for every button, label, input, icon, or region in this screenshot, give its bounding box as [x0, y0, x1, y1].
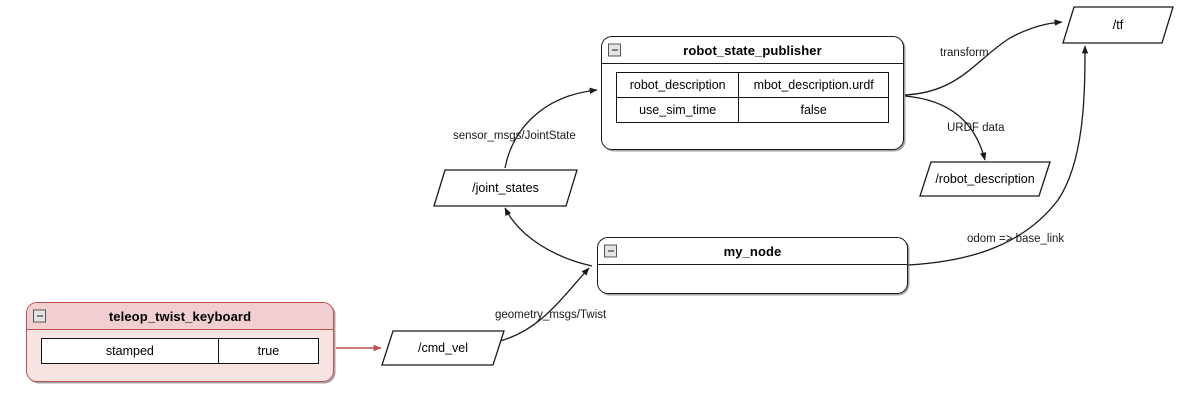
table-row: use_sim_time false: [615, 97, 889, 123]
edge-mynode-to-joint-states: [504, 207, 593, 267]
edge-joint-states-to-rsp: [504, 87, 598, 169]
edge-cmd-vel-to-mynode: [499, 267, 590, 342]
edge-rsp-to-tf: [904, 19, 1063, 96]
topic-joint-states[interactable]: /joint_states: [433, 169, 578, 207]
collapse-minus-icon[interactable]: [608, 43, 621, 57]
param-name: use_sim_time: [615, 97, 740, 123]
topic-cmd-vel[interactable]: /cmd_vel: [381, 330, 505, 366]
node-my-node[interactable]: my_node: [597, 237, 908, 294]
collapse-minus-icon[interactable]: [604, 244, 617, 258]
node-title: robot_state_publisher: [683, 42, 822, 58]
collapse-minus-icon[interactable]: [33, 309, 46, 323]
node-body: stamped true: [27, 330, 333, 374]
param-table: stamped true: [41, 338, 320, 364]
parallelogram-shape: [433, 169, 578, 207]
edge-rsp-to-robot-description: [904, 95, 987, 161]
edge-label-urdf-data: URDF data: [947, 122, 1005, 134]
topic-robot-description[interactable]: /robot_description: [919, 161, 1051, 197]
node-robot-state-publisher[interactable]: robot_state_publisher robot_description …: [601, 36, 904, 150]
param-name: stamped: [41, 338, 219, 364]
node-title: my_node: [723, 243, 782, 259]
parallelogram-shape: [919, 161, 1051, 197]
param-table: robot_description mbot_description.urdf …: [615, 72, 889, 123]
node-body: robot_description mbot_description.urdf …: [602, 64, 903, 133]
table-row: robot_description mbot_description.urdf: [615, 72, 889, 98]
parallelogram-shape: [381, 330, 505, 366]
node-teleop-twist-keyboard[interactable]: teleop_twist_keyboard stamped true: [26, 302, 334, 382]
node-title: teleop_twist_keyboard: [108, 308, 252, 324]
node-header: teleop_twist_keyboard: [27, 303, 333, 330]
param-name: robot_description: [615, 72, 740, 98]
edge-label-odom-base-link: odom => base_link: [967, 233, 1065, 245]
edge-label-sensor-msgs-jointstate: sensor_msgs/JointState: [453, 130, 576, 142]
edge-label-geometry-msgs-twist: geometry_msgs/Twist: [495, 309, 607, 321]
edge-mynode-to-tf: [907, 45, 1089, 266]
param-value: true: [217, 338, 320, 364]
node-body: [598, 265, 907, 291]
param-value: mbot_description.urdf: [738, 72, 889, 98]
topic-tf[interactable]: /tf: [1062, 6, 1174, 44]
edge-label-transform: transform: [940, 47, 989, 59]
node-header: robot_state_publisher: [602, 37, 903, 64]
param-value: false: [738, 97, 889, 123]
node-header: my_node: [598, 238, 907, 265]
parallelogram-shape: [1062, 6, 1174, 44]
table-row: stamped true: [41, 338, 320, 364]
